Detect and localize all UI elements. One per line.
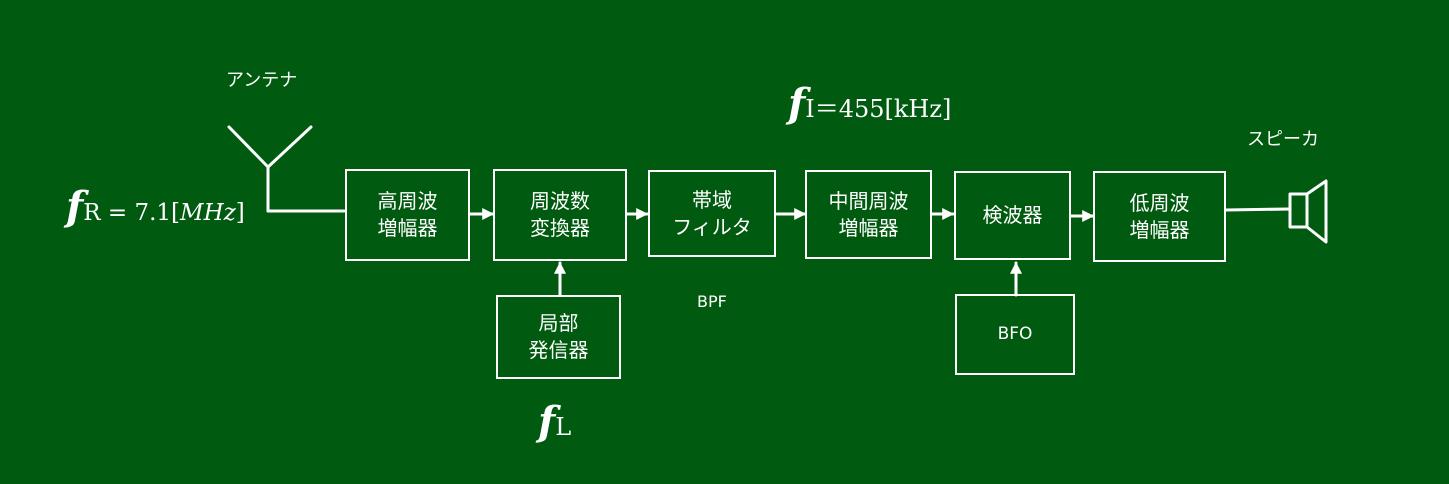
if-amplifier-line2: 増幅器 (838, 215, 899, 240)
fl-symbol: f (538, 398, 556, 445)
fi-value: ＝455[kHz] (814, 95, 952, 123)
fr-formula: fR = 7.1[MHz] (66, 183, 245, 230)
af-amplifier-line1: 低周波 (1129, 190, 1190, 215)
band-filter-block: 帯域 フィルタ (648, 170, 776, 257)
fr-symbol: f (66, 183, 84, 230)
if-amplifier-line1: 中間周波 (828, 188, 909, 213)
fr-bracket-close: ] (235, 200, 245, 226)
if-amplifier-block: 中間周波 増幅器 (805, 170, 932, 259)
rf-amplifier-line2: 増幅器 (377, 216, 438, 240)
rf-amplifier-line1: 高周波 (377, 189, 438, 213)
detector-block: 検波器 (954, 171, 1071, 260)
speaker-icon (1288, 179, 1328, 244)
antenna-icon (227, 125, 346, 213)
bpf-label: BPF (697, 292, 727, 311)
band-filter-line2: フィルタ (672, 214, 752, 239)
wire-af-to-speaker (1224, 207, 1292, 212)
fi-subscript: I (805, 95, 815, 123)
detector-line1: 検波器 (982, 203, 1043, 227)
mixer-line1: 周波数 (530, 189, 590, 213)
speaker-label: スピーカ (1247, 129, 1319, 150)
mixer-block: 周波数 変換器 (493, 169, 627, 261)
fl-subscript: L (555, 413, 572, 441)
antenna-label: アンテナ (226, 70, 298, 91)
rf-amplifier-block: 高周波 増幅器 (345, 169, 470, 261)
bfo-line1: BFO (997, 324, 1033, 344)
local-oscillator-line2: 発信器 (528, 338, 589, 362)
fi-formula: fI＝455[kHz] (788, 80, 951, 127)
af-amplifier-line2: 増幅器 (1129, 217, 1190, 242)
local-oscillator-line1: 局部 (538, 311, 579, 335)
fr-bracket-open: [ (171, 200, 181, 226)
fr-unit: MHz (180, 200, 236, 226)
mixer-line2: 変換器 (530, 216, 590, 240)
fr-subscript: R (83, 200, 101, 226)
fi-symbol: f (788, 80, 806, 127)
local-oscillator-block: 局部 発信器 (496, 295, 621, 379)
fl-formula: fL (538, 398, 571, 445)
af-amplifier-block: 低周波 増幅器 (1093, 171, 1226, 262)
band-filter-line1: 帯域 (691, 187, 732, 212)
fr-value: = 7.1 (100, 200, 172, 226)
bfo-block: BFO (955, 294, 1075, 375)
